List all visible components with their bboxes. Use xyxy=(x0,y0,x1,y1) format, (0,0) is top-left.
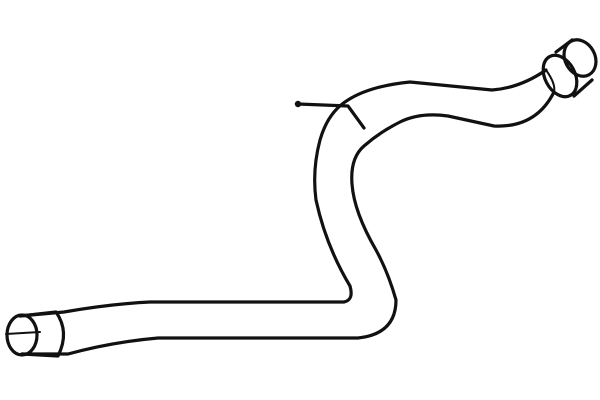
outlet-end-opening xyxy=(5,313,39,357)
hanger-bracket-end-cap xyxy=(294,100,302,108)
outlet-end-collar xyxy=(18,310,66,358)
pipe-body-upper-edge xyxy=(18,68,548,318)
outlet-end-seam xyxy=(5,331,41,335)
inlet-flange-ring xyxy=(541,53,579,99)
hanger-bracket-rod xyxy=(296,102,366,130)
pipe-body-lower-edge xyxy=(20,90,556,356)
inlet-flange-side-bottom xyxy=(572,78,594,98)
inlet-flange-face xyxy=(562,38,598,78)
inlet-flange-side-top xyxy=(554,38,574,54)
inlet-flange-weld xyxy=(545,69,556,93)
